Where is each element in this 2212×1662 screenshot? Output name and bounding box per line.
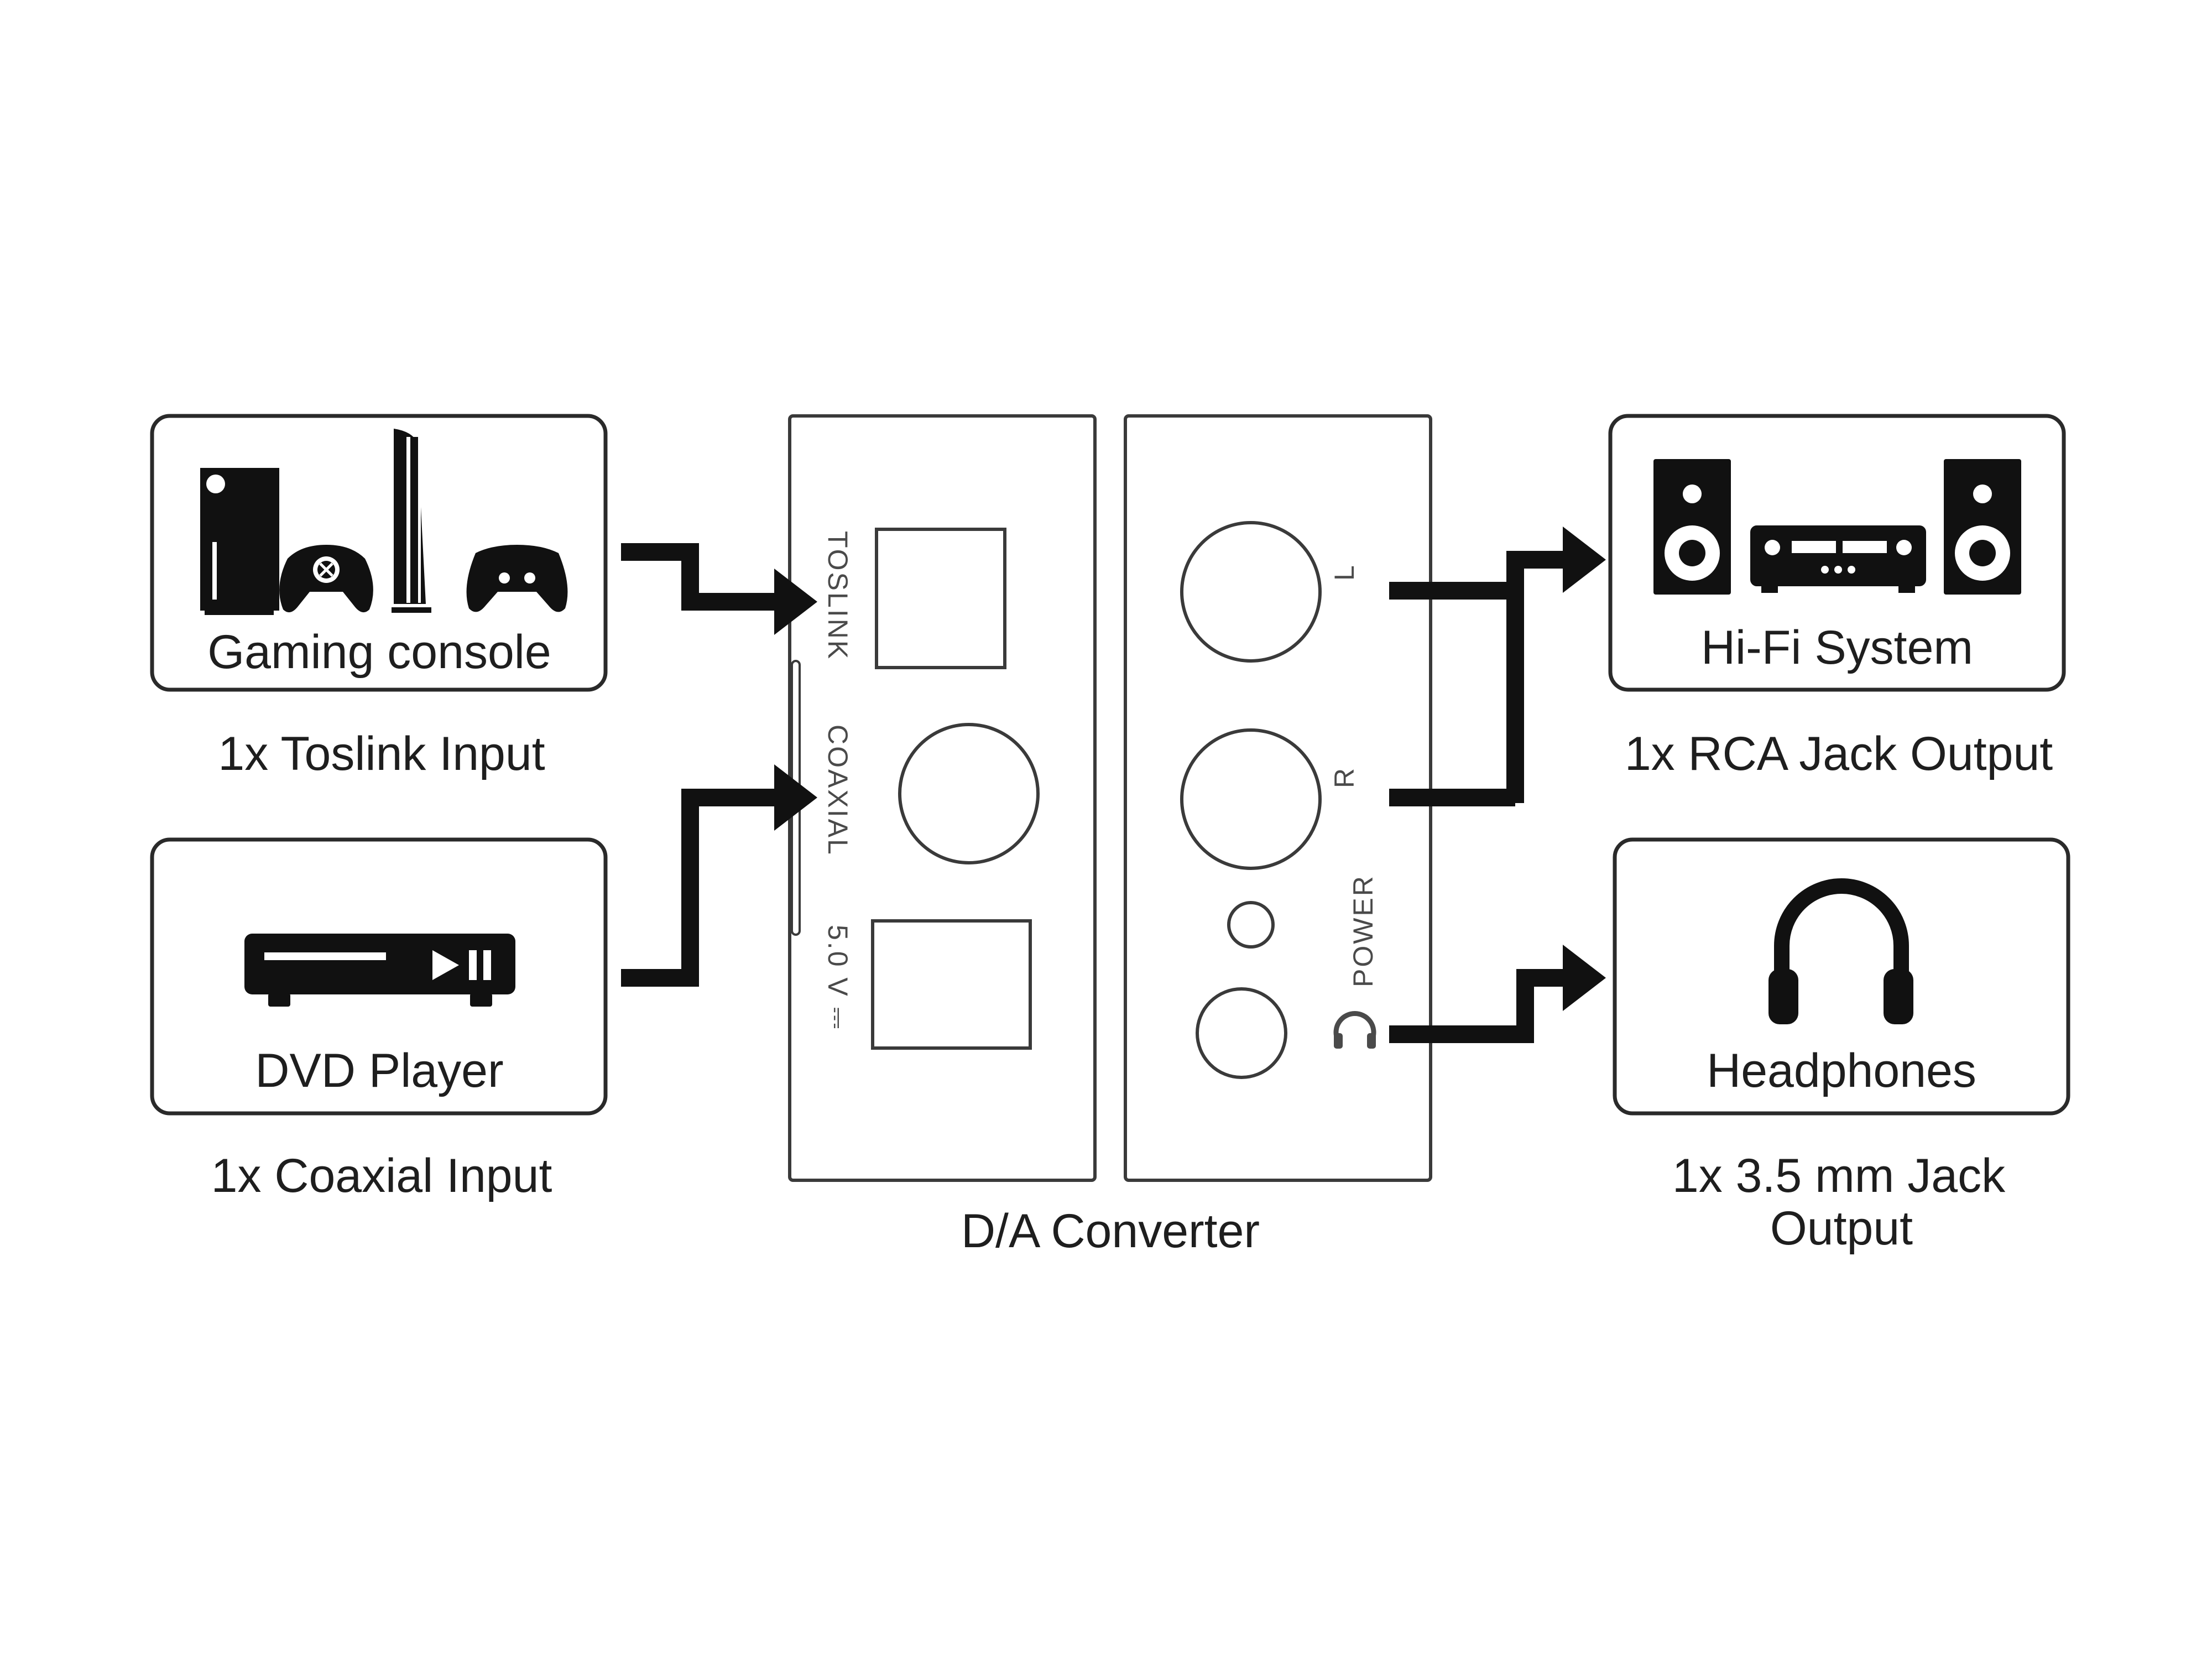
coaxial-cable-arrow <box>621 764 817 987</box>
speaker-left-icon <box>1653 459 1731 595</box>
rca-right-port <box>1180 728 1322 870</box>
dvd-player-box: DVD Player <box>150 837 608 1116</box>
av-receiver-icon <box>1750 525 1926 593</box>
coaxial-panel-label: COAXIAL <box>822 725 853 856</box>
headphones-icon <box>1768 878 1913 1024</box>
hifi-system-box: Hi-Fi System <box>1608 414 2066 692</box>
converter-caption: D/A Converter <box>961 1205 1260 1258</box>
power-panel-label: POWER <box>1348 874 1379 987</box>
headphones-box: Headphones <box>1613 837 2070 1116</box>
power-in-port <box>871 919 1032 1050</box>
power-led <box>1227 901 1275 949</box>
xbox-series-x-icon <box>200 468 279 615</box>
headphones-frame <box>1613 837 2070 1116</box>
toslink-panel-label: TOSLINK <box>822 531 853 660</box>
headphone-port <box>1196 987 1287 1079</box>
gaming-console-label: Gaming console <box>207 626 551 679</box>
rca-left-port <box>1180 521 1322 663</box>
converter-output-panel: L R POWER <box>1124 414 1432 1182</box>
rca-cable-arrow <box>1389 527 1606 806</box>
power-in-panel-label: 5.0 V ⎓ <box>822 925 853 1031</box>
right-channel-label: R <box>1329 767 1360 788</box>
dvd-player-icon <box>244 934 515 1007</box>
toslink-input-caption: 1x Toslink Input <box>218 727 545 780</box>
jack-output-caption-line2: Output <box>1770 1202 1913 1255</box>
coaxial-input-caption: 1x Coaxial Input <box>211 1149 552 1202</box>
hifi-system-label: Hi-Fi System <box>1701 621 1973 674</box>
coaxial-port <box>898 723 1040 864</box>
left-channel-label: L <box>1329 564 1360 581</box>
toslink-port <box>875 528 1006 669</box>
converter-input-panel: TOSLINK COAXIAL 5.0 V ⎓ <box>788 414 1097 1182</box>
ps-controller-icon <box>466 545 568 612</box>
toslink-cable-arrow <box>621 543 817 635</box>
gaming-console-box: Gaming console <box>150 414 608 692</box>
headphone-cable-arrow <box>1389 945 1606 1043</box>
headphones-label: Headphones <box>1707 1044 1976 1097</box>
rca-jack-output-caption: 1x RCA Jack Output <box>1625 727 2053 780</box>
playstation-5-icon <box>392 429 431 613</box>
dvd-player-label: DVD Player <box>255 1044 503 1097</box>
xbox-controller-icon <box>279 545 373 613</box>
speaker-right-icon <box>1944 459 2021 595</box>
headphone-jack-icon <box>1333 1011 1376 1049</box>
jack-output-caption-line1: 1x 3.5 mm Jack <box>1672 1149 2006 1202</box>
